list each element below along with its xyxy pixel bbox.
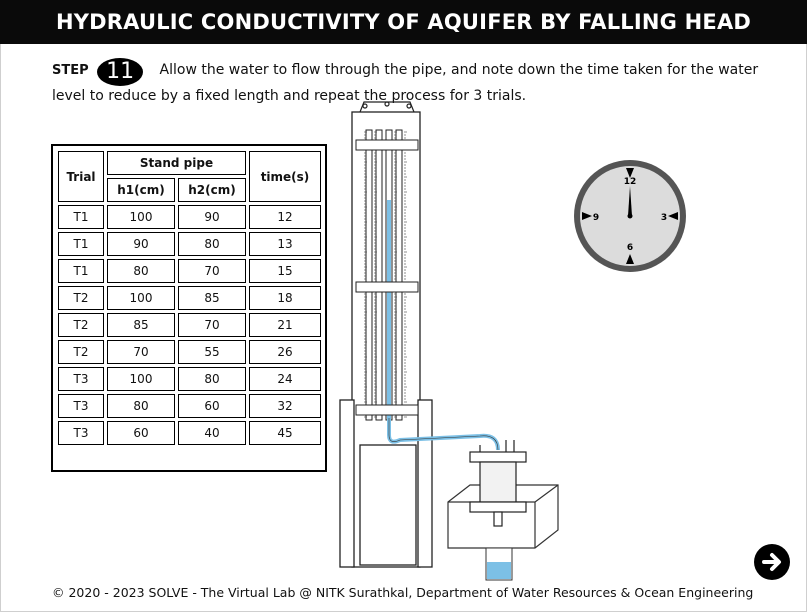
cell-h2: 80 (178, 232, 246, 256)
next-button[interactable] (754, 544, 790, 580)
clock-marker-12 (626, 168, 634, 178)
cell-trial: T1 (58, 232, 104, 256)
cell-h2: 80 (178, 367, 246, 391)
header-trial: Trial (58, 151, 104, 202)
cell-time: 26 (249, 340, 321, 364)
table-header-row: Trial Stand pipe time(s) (58, 151, 321, 202)
cell-time: 13 (249, 232, 321, 256)
clock-marker-3 (668, 212, 678, 220)
cell-trial: T3 (58, 367, 104, 391)
cell-h2: 60 (178, 394, 246, 418)
cell-h1: 80 (107, 259, 175, 283)
cell-time: 32 (249, 394, 321, 418)
cell-time: 15 (249, 259, 321, 283)
page-title-text: HYDRAULIC CONDUCTIVITY OF AQUIFER BY FAL… (55, 10, 752, 34)
clock-hand (628, 186, 632, 216)
observation-table-grid: Trial Stand pipe time(s) h1(cm) h2(cm) T… (55, 148, 324, 448)
collecting-beaker (485, 547, 513, 581)
cell-time: 18 (249, 286, 321, 310)
cell-h1: 100 (107, 205, 175, 229)
page-title: HYDRAULIC CONDUCTIVITY OF AQUIFER BY FAL… (0, 0, 807, 44)
step-number-badge: 11 (97, 58, 144, 86)
cell-time: 24 (249, 367, 321, 391)
step-instruction: STEP 11 Allow the water to flow through … (52, 58, 782, 107)
clock-number-9: 9 (593, 213, 599, 223)
clock-number-3: 3 (661, 213, 667, 223)
cell-time: 45 (249, 421, 321, 445)
water-column (387, 200, 391, 420)
cell-h2: 85 (178, 286, 246, 310)
cell-h2: 70 (178, 313, 246, 337)
permeameter-cell (469, 440, 527, 527)
cell-h1: 80 (107, 394, 175, 418)
step-label: STEP (52, 63, 89, 78)
footer-credit: © 2020 - 2023 SOLVE - The Virtual Lab @ … (52, 585, 754, 600)
cell-h1: 85 (107, 313, 175, 337)
cell-trial: T2 (58, 313, 104, 337)
scale-ticks (364, 131, 407, 418)
cell-h1: 100 (107, 286, 175, 310)
cell-h2: 70 (178, 259, 246, 283)
falling-head-apparatus (339, 101, 559, 581)
cell-trial: T3 (58, 394, 104, 418)
clock-marker-9 (582, 212, 592, 220)
arrow-right-icon (762, 553, 781, 571)
board-top-bracket (359, 101, 415, 113)
table-subheader-row: h1(cm) h2(cm) (58, 178, 321, 202)
header-time: time(s) (249, 151, 321, 202)
cell-time: 12 (249, 205, 321, 229)
header-h2: h2(cm) (178, 178, 246, 202)
clock-number-12: 12 (624, 177, 637, 187)
cell-h1: 70 (107, 340, 175, 364)
header-stand-pipe: Stand pipe (107, 151, 246, 175)
stand-board (339, 111, 433, 568)
cell-h1: 60 (107, 421, 175, 445)
clock-number-6: 6 (627, 243, 633, 253)
step-instruction-text: Allow the water to flow through the pipe… (52, 62, 759, 104)
tube-clamps (355, 139, 419, 416)
cell-time: 21 (249, 313, 321, 337)
cell-trial: T1 (58, 259, 104, 283)
cell-h1: 90 (107, 232, 175, 256)
clock-pivot (627, 213, 633, 219)
cell-h2: 90 (178, 205, 246, 229)
observation-table: Trial Stand pipe time(s) h1(cm) h2(cm) T… (51, 144, 327, 472)
clock-marker-6 (626, 254, 634, 264)
cell-h1: 100 (107, 367, 175, 391)
cell-h2: 55 (178, 340, 246, 364)
stopwatch-clock: 12 3 6 9 (574, 160, 686, 272)
cell-trial: T1 (58, 205, 104, 229)
cell-h2: 40 (178, 421, 246, 445)
header-h1: h1(cm) (107, 178, 175, 202)
cell-trial: T2 (58, 286, 104, 310)
cell-trial: T2 (58, 340, 104, 364)
cell-trial: T3 (58, 421, 104, 445)
